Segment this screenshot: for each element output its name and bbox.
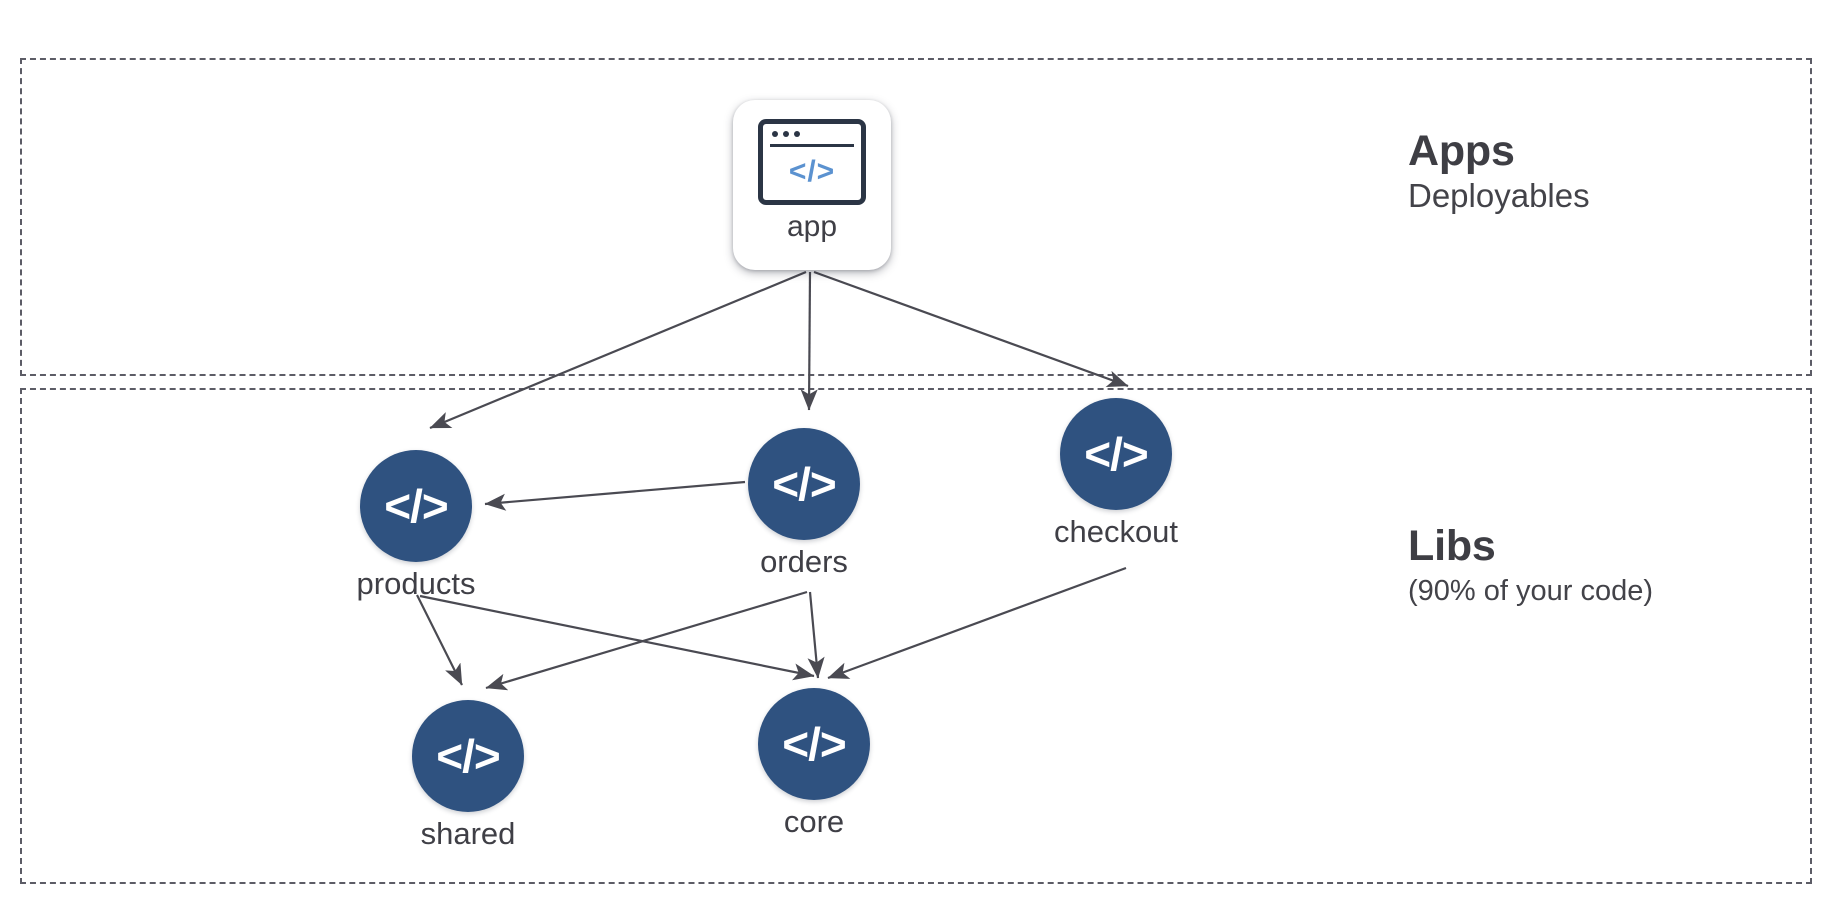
orders-code-glyph: </> xyxy=(772,458,837,510)
node-app[interactable]: </> app xyxy=(733,100,891,270)
checkout-code-glyph: </> xyxy=(1084,428,1149,480)
node-checkout-label: checkout xyxy=(1053,514,1179,549)
region-apps-subtitle: Deployables xyxy=(1408,177,1590,215)
region-libs-title: Libs xyxy=(1408,522,1496,570)
code-icon: </> xyxy=(412,700,524,812)
region-label-libs: Libs (90% of your code) xyxy=(1408,523,1653,608)
node-shared-label: shared xyxy=(420,816,516,851)
node-core-label: core xyxy=(783,804,845,839)
code-icon: </> xyxy=(748,428,860,540)
window-dots-icon xyxy=(772,131,800,137)
region-libs xyxy=(20,388,1812,884)
code-icon: </> xyxy=(758,688,870,800)
code-icon: </> xyxy=(360,450,472,562)
node-app-label: app xyxy=(786,210,838,243)
core-code-glyph: </> xyxy=(782,718,847,770)
browser-code-icon: </> xyxy=(758,119,866,205)
shared-code-glyph: </> xyxy=(436,730,501,782)
region-apps-title: Apps xyxy=(1408,127,1515,175)
window-titlebar-divider xyxy=(770,144,854,147)
node-checkout[interactable]: </> checkout xyxy=(1054,398,1178,547)
region-apps xyxy=(20,58,1812,376)
node-products-label: products xyxy=(356,566,476,601)
code-icon: </> xyxy=(1060,398,1172,510)
region-libs-subtitle: (90% of your code) xyxy=(1408,575,1654,608)
region-label-apps: Apps Deployables xyxy=(1408,128,1590,214)
node-shared[interactable]: </> shared xyxy=(412,700,524,849)
node-orders[interactable]: </> orders xyxy=(748,428,860,577)
products-code-glyph: </> xyxy=(384,480,449,532)
node-orders-label: orders xyxy=(760,544,848,579)
node-products[interactable]: </> products xyxy=(357,450,475,599)
app-code-glyph: </> xyxy=(788,155,836,188)
node-core[interactable]: </> core xyxy=(758,688,870,837)
